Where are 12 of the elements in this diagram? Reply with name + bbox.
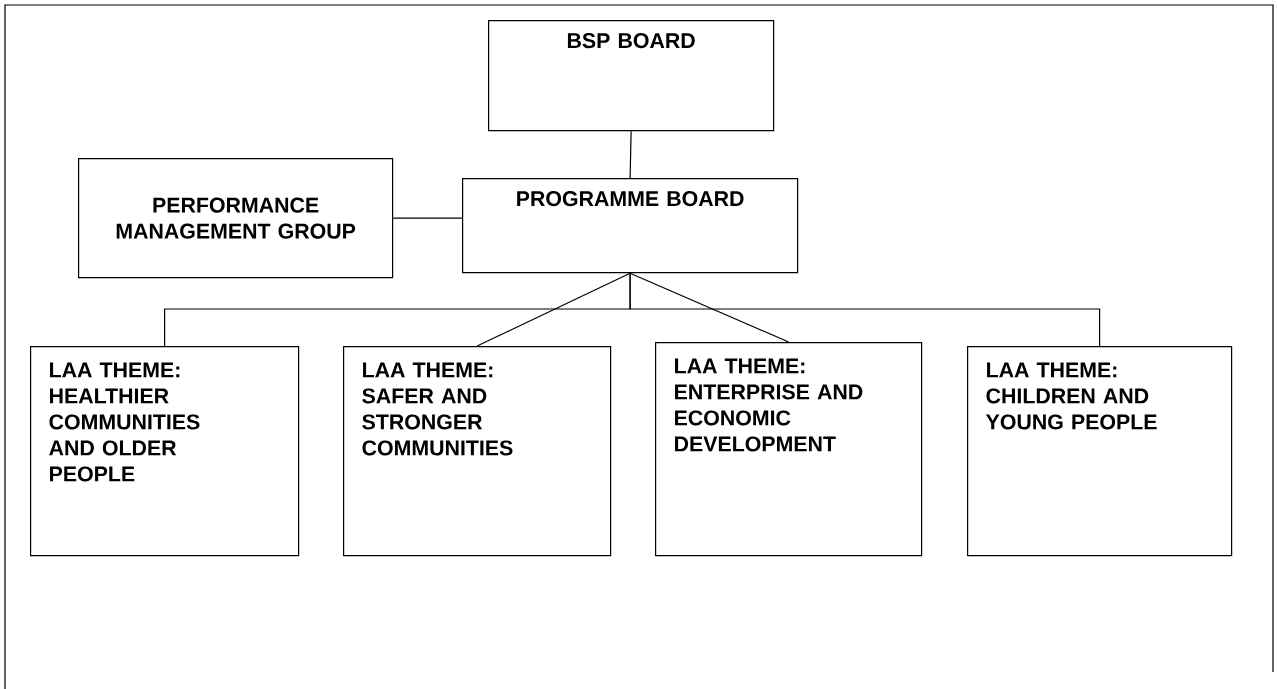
connector-line (629, 272, 1101, 347)
box: BSP BOARD (488, 20, 775, 132)
box: LAA THEME: CHILDREN AND YOUNG PEOPLE (967, 346, 1233, 557)
connector-line (629, 272, 790, 343)
box: PERFORMANCE MANAGEMENT GROUP (78, 158, 394, 279)
connector-line (629, 130, 632, 179)
connector-line (392, 217, 463, 219)
connector-line (476, 272, 631, 347)
box: LAA THEME: ENTERPRISE AND ECONOMIC DEVELOPMENT (655, 342, 923, 557)
box: PROGRAMME BOARD (462, 178, 799, 274)
box: LAA THEME: HEALTHIER COMMUNITIES AND OLDER PEOPLE (30, 346, 300, 557)
box: LAA THEME: SAFER AND STRONGER COMMUNITIES (343, 346, 612, 557)
